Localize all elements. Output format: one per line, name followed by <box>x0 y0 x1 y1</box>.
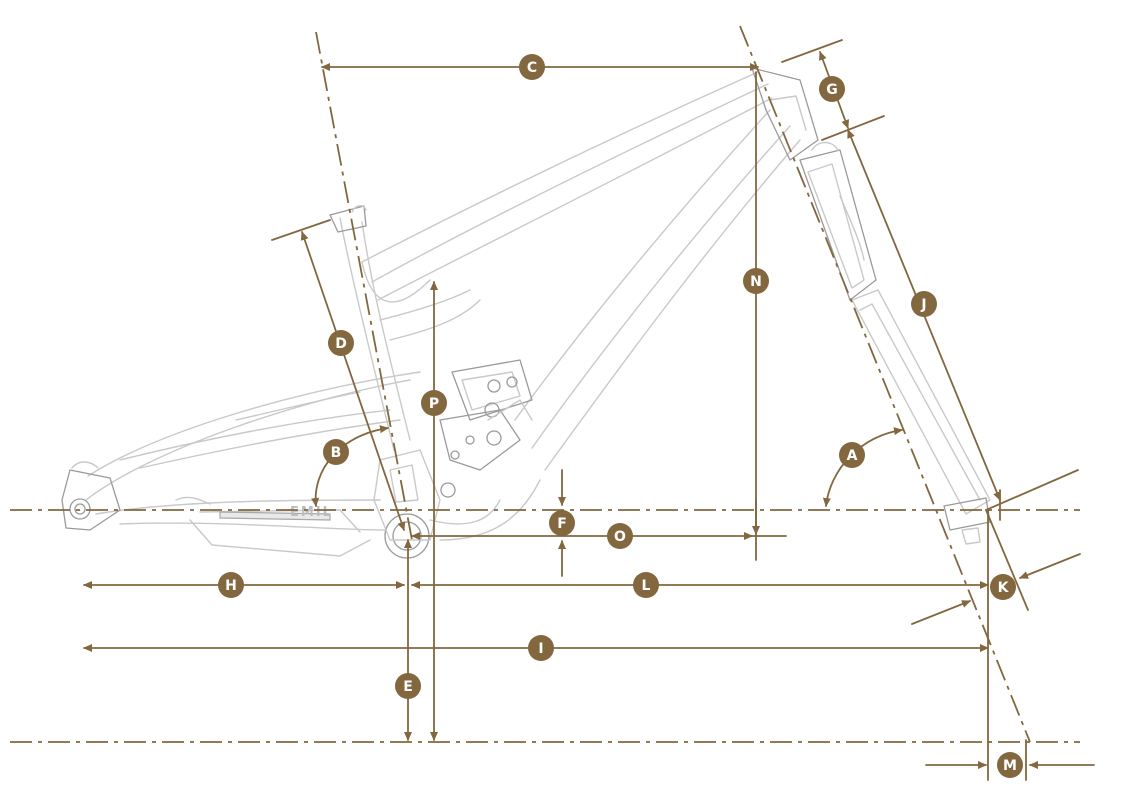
bike-frame-illustration: EMIL <box>61 67 991 559</box>
rear-shock <box>451 359 533 421</box>
svg-text:B: B <box>331 445 342 461</box>
label-i: I <box>528 635 554 661</box>
label-b: B <box>323 439 349 465</box>
bottom-bracket <box>373 449 541 559</box>
rear-linkage <box>439 399 533 498</box>
label-a: A <box>839 442 865 468</box>
label-l: L <box>633 572 659 598</box>
label-h: H <box>218 572 244 598</box>
label-f: F <box>549 510 575 536</box>
svg-text:F: F <box>557 516 567 532</box>
label-j: J <box>911 291 937 317</box>
svg-text:J: J <box>920 297 926 313</box>
svg-text:A: A <box>847 448 858 464</box>
label-g: G <box>819 76 845 102</box>
label-e: E <box>395 673 421 699</box>
frame-logo-text: EMIL <box>290 505 333 520</box>
svg-text:H: H <box>225 578 237 594</box>
svg-text:G: G <box>826 82 838 98</box>
svg-text:E: E <box>403 679 413 695</box>
reference-lines <box>10 25 1080 743</box>
label-m: M <box>997 752 1023 778</box>
svg-text:I: I <box>538 641 543 657</box>
label-k: K <box>990 574 1016 600</box>
svg-text:C: C <box>527 60 537 76</box>
label-p: P <box>421 390 447 416</box>
svg-text:N: N <box>750 274 762 290</box>
svg-text:K: K <box>998 580 1010 596</box>
svg-text:M: M <box>1003 758 1017 774</box>
label-c: C <box>519 54 545 80</box>
svg-text:L: L <box>642 578 651 594</box>
svg-text:O: O <box>614 529 626 545</box>
front-fork <box>799 141 991 545</box>
svg-text:P: P <box>429 396 439 412</box>
label-d: D <box>328 330 354 356</box>
rear-dropout <box>61 461 121 531</box>
svg-text:D: D <box>335 336 347 352</box>
label-o: O <box>607 523 633 549</box>
label-n: N <box>743 268 769 294</box>
